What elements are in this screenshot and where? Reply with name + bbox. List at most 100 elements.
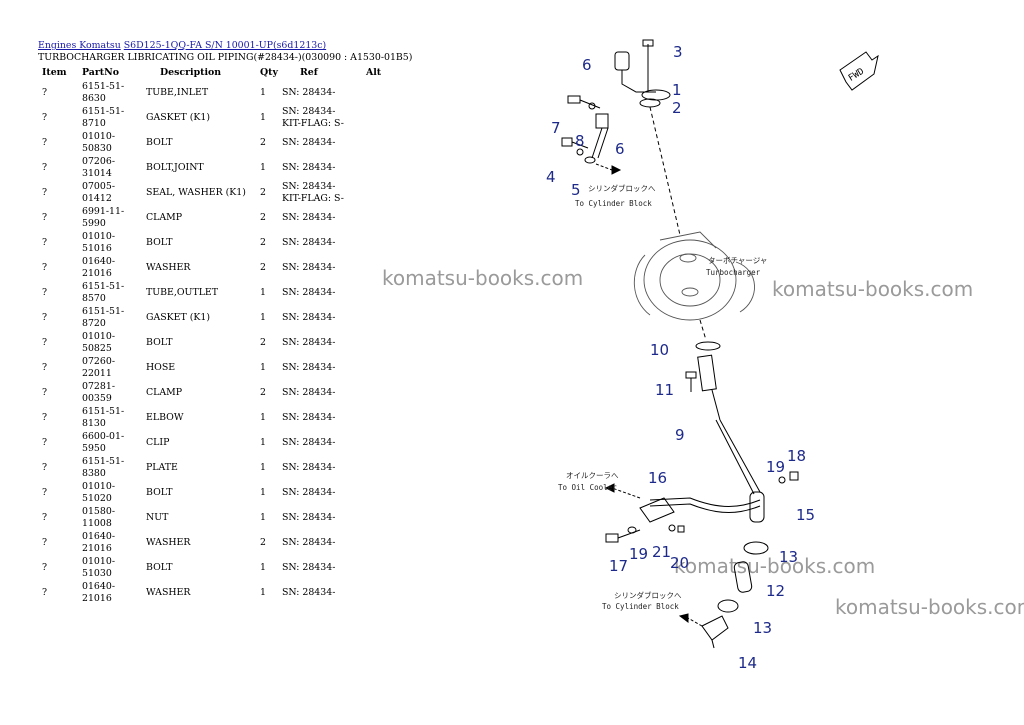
cell-partno: 6151-51-8380 (82, 456, 125, 479)
cell-alt (364, 505, 383, 530)
cell-partno: 01640-21016 (82, 531, 115, 554)
ref-serial: SN: 28434- (281, 386, 336, 398)
cell-ref: SN: 28434- (280, 330, 364, 355)
cell-alt (364, 580, 383, 605)
cell-alt (364, 230, 383, 255)
ref-kit-flag: KIT-FLAG: S- (281, 192, 344, 204)
cell-qty: 2 (260, 186, 266, 198)
cell-ref: SN: 28434- (280, 430, 364, 455)
cell-description: SEAL, WASHER (K1) (146, 186, 246, 198)
cell-qty: 1 (260, 361, 266, 373)
cell-partno: 01640-21016 (82, 256, 115, 279)
cell-description: CLAMP (146, 386, 183, 398)
cell-partno: 01010-51016 (82, 231, 115, 254)
cell-description: ELBOW (146, 411, 184, 423)
cell-qty: 1 (260, 561, 266, 573)
callout-1: 1 (672, 81, 682, 99)
cell-ref: SN: 28434- (280, 255, 364, 280)
cell-ref: SN: 28434- (280, 580, 364, 605)
cell-alt (364, 555, 383, 580)
cell-partno: 07281-00359 (82, 381, 115, 404)
cell-item: ? (42, 286, 48, 298)
cell-description: WASHER (146, 261, 191, 273)
cell-description: CLAMP (146, 211, 183, 223)
note-turbocharger-en: Turbocharger (706, 268, 761, 277)
cell-qty: 1 (260, 111, 266, 123)
cell-description: BOLT (146, 561, 173, 573)
cell-alt (364, 155, 383, 180)
cell-description: PLATE (146, 461, 178, 473)
note-oil-cooler-jp: オイルクーラへ (566, 471, 619, 480)
page-title: TURBOCHARGER LIBRICATING OIL PIPING(#284… (38, 52, 413, 63)
cell-ref: SN: 28434- (280, 480, 364, 505)
cell-description: BOLT,JOINT (146, 161, 204, 173)
cell-ref: SN: 28434- (280, 455, 364, 480)
ref-serial: SN: 28434- (281, 486, 336, 498)
callout-20: 20 (670, 554, 689, 572)
cell-item: ? (42, 311, 48, 323)
breadcrumb-link-model[interactable]: S6D125-1QQ-FA S/N 10001-UP(s6d1213c) (123, 40, 327, 51)
callout-2: 2 (672, 99, 682, 117)
cell-ref: SN: 28434-KIT-FLAG: S- (280, 105, 364, 130)
cell-ref: SN: 28434- (280, 205, 364, 230)
cell-ref: SN: 28434- (280, 155, 364, 180)
breadcrumb-link-engines[interactable]: Engines Komatsu (38, 40, 121, 51)
cell-item: ? (42, 486, 48, 498)
header-alt: Alt (365, 67, 382, 78)
cell-item: ? (42, 361, 48, 373)
callout-9: 9 (675, 426, 685, 444)
cell-description: HOSE (146, 361, 176, 373)
cell-item: ? (42, 236, 48, 248)
cell-ref: SN: 28434- (280, 355, 364, 380)
ref-serial: SN: 28434- (281, 511, 336, 523)
callout-3: 3 (673, 43, 683, 61)
cell-description: CLIP (146, 436, 170, 448)
cell-description: WASHER (146, 586, 191, 598)
table-header-row: Item PartNo Description Qty Ref Alt (38, 66, 383, 80)
cell-partno: 07206-31014 (82, 156, 115, 179)
ref-serial: SN: 28434- (281, 236, 336, 248)
cell-ref: SN: 28434- (280, 230, 364, 255)
cell-alt (364, 530, 383, 555)
cell-alt (364, 280, 383, 305)
cell-description: NUT (146, 511, 169, 523)
cell-partno: 6600-01-5950 (82, 431, 125, 454)
callout-19: 19 (766, 458, 785, 476)
cell-alt (364, 105, 383, 130)
cell-qty: 2 (260, 261, 266, 273)
cell-ref: SN: 28434-KIT-FLAG: S- (280, 180, 364, 205)
cell-qty: 1 (260, 511, 266, 523)
cell-item: ? (42, 136, 48, 148)
cell-qty: 1 (260, 86, 266, 98)
exploded-parts-diagram: FWD (546, 39, 879, 672)
ref-serial: SN: 28434- (281, 361, 336, 373)
cell-ref: SN: 28434- (280, 80, 364, 105)
callout-6: 6 (582, 56, 592, 74)
cell-ref: SN: 28434- (280, 555, 364, 580)
watermark: komatsu-books.com (772, 277, 974, 301)
cell-alt (364, 480, 383, 505)
ref-kit-flag: KIT-FLAG: S- (281, 117, 344, 129)
callout-18: 18 (787, 447, 806, 465)
cell-alt (364, 455, 383, 480)
cell-item: ? (42, 161, 48, 173)
cell-partno: 07260-22011 (82, 356, 115, 379)
callout-13: 13 (779, 548, 798, 566)
callout-13b: 13 (753, 619, 772, 637)
cell-partno: 01580-11008 (82, 506, 115, 529)
callout-17: 17 (609, 557, 628, 575)
cell-description: GASKET (K1) (146, 111, 211, 123)
cell-qty: 2 (260, 236, 266, 248)
cell-description: BOLT (146, 136, 173, 148)
